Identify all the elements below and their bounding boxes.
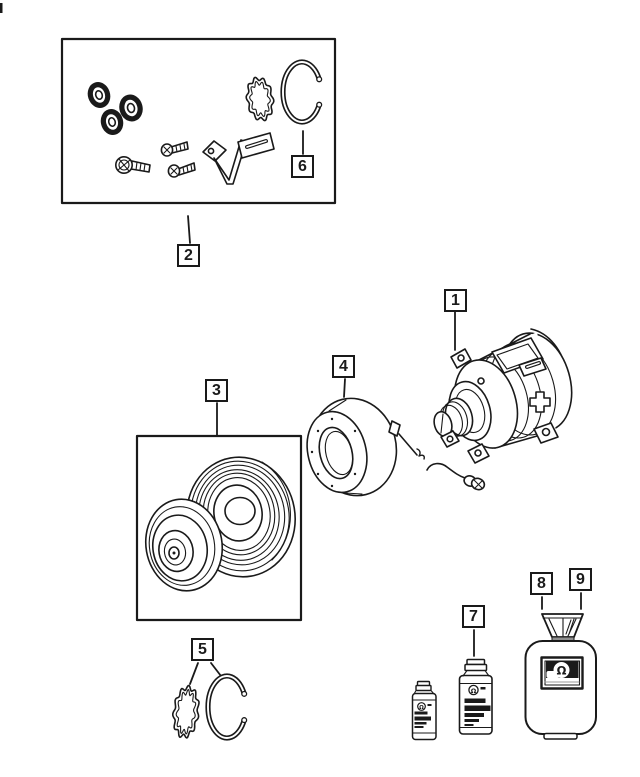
leader-line-5a xyxy=(189,662,199,685)
clutch-plate xyxy=(144,498,224,592)
callout-4: 4 xyxy=(332,355,355,378)
refrigerant-tank-drawing: Ω xyxy=(524,613,597,740)
callout-2: 2 xyxy=(177,244,200,267)
snap-ring-6 xyxy=(280,59,323,125)
callout-5: 5 xyxy=(191,638,214,661)
kit-box-outline xyxy=(60,37,337,205)
leader-line-4 xyxy=(343,378,346,398)
callout-1: 1 xyxy=(444,289,467,312)
callout-9: 9 xyxy=(569,568,592,591)
callout-7: 7 xyxy=(462,605,485,628)
service-kit-box-drawing xyxy=(60,37,337,205)
compressor-drawing xyxy=(433,328,573,464)
pulley-box-drawing xyxy=(135,434,303,622)
o-ring-washers xyxy=(87,82,143,135)
mopar-omega-icon: Ω xyxy=(419,705,424,711)
clutch-coil-drawing xyxy=(306,397,401,497)
mopar-omega-icon: Ω xyxy=(557,664,567,678)
tank-label: Ω xyxy=(540,656,584,690)
wire-pigtail-drawing xyxy=(398,433,486,491)
leader-lines xyxy=(187,130,582,685)
callout-8: 8 xyxy=(530,572,553,595)
bracket xyxy=(202,132,275,185)
leader-line-2 xyxy=(187,215,191,244)
connector-plug xyxy=(463,475,486,491)
small-bottle: Ω xyxy=(411,680,437,741)
callout-3: 3 xyxy=(205,379,228,402)
tank-handle xyxy=(541,613,584,645)
callout-6: 6 xyxy=(291,155,314,178)
large-bottle: Ω xyxy=(458,658,493,735)
kit-gasket xyxy=(245,76,275,122)
oil-bottles-drawing: Ω Ω xyxy=(411,658,493,741)
leader-line-5b xyxy=(210,662,222,677)
coil-rivets xyxy=(310,417,357,488)
gasket-snapring-drawing xyxy=(172,673,248,741)
hex-bolt xyxy=(115,156,151,175)
pulley-box-outline xyxy=(135,434,303,622)
screws xyxy=(160,141,196,178)
mopar-omega-icon: Ω xyxy=(471,687,477,695)
corner-artifact xyxy=(0,3,3,13)
